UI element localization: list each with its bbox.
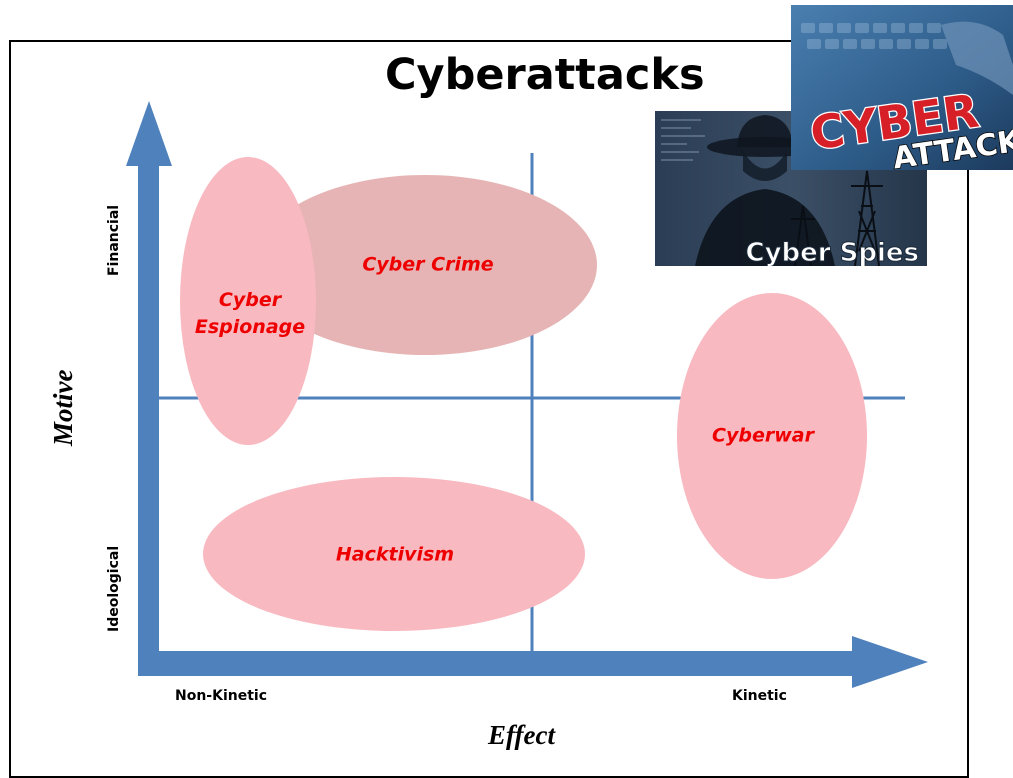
y-high-label: Financial bbox=[106, 204, 122, 276]
x-high-label: Kinetic bbox=[732, 688, 787, 704]
cyber-crime-ellipse bbox=[253, 175, 597, 355]
y-axis-arrow bbox=[126, 101, 172, 672]
x-axis-arrow bbox=[138, 636, 928, 688]
cyber-spies-caption: Cyber Spies bbox=[745, 238, 919, 266]
cyber-attack-image: CYBER ATTACK bbox=[791, 5, 1013, 170]
cyber-espionage-label-line1: Cyber bbox=[218, 289, 282, 311]
cyber-espionage-label-line2: Espionage bbox=[194, 316, 306, 338]
cyber-crime-label: Cyber Crime bbox=[362, 253, 494, 276]
cyber-attack-caption-line1: CYBER bbox=[807, 83, 982, 160]
hacktivism-ellipse bbox=[203, 477, 585, 631]
cyber-espionage-ellipse bbox=[180, 157, 316, 445]
diagram-title: Cyberattacks bbox=[385, 50, 705, 100]
x-axis-title: Effect bbox=[488, 720, 555, 750]
y-axis-title: Motive bbox=[48, 369, 78, 446]
cyberwar-label: Cyberwar bbox=[712, 424, 814, 447]
cyber-attack-graphic: CYBER ATTACK bbox=[791, 5, 1013, 170]
y-low-label: Ideological bbox=[106, 545, 122, 632]
x-low-label: Non-Kinetic bbox=[175, 688, 268, 704]
hacktivism-label: Hacktivism bbox=[335, 543, 455, 566]
cyber-espionage-label: Cyber Espionage bbox=[195, 287, 305, 341]
cyberwar-ellipse bbox=[677, 293, 867, 579]
